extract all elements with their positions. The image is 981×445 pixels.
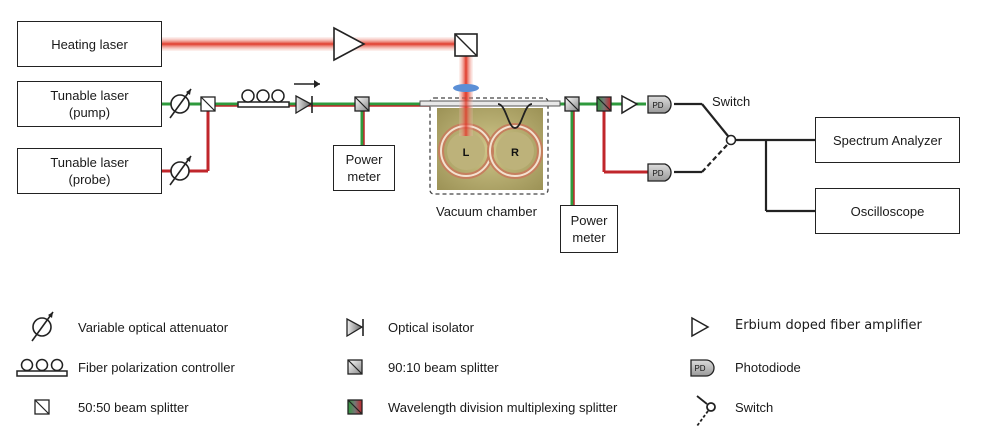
photodiode-pump-icon xyxy=(647,95,672,114)
power-meter-1-box: Power meter xyxy=(333,145,395,191)
legend-beam-splitter-5050-icon xyxy=(34,399,50,415)
legend-edfa-label: Erbium doped fiber amplifier xyxy=(735,318,922,333)
legend-switch-icon xyxy=(696,395,716,427)
legend-attenuator-icon xyxy=(31,311,54,342)
combiner-beam-splitter-icon xyxy=(200,96,216,112)
wdm-splitter-icon xyxy=(596,96,612,112)
photodiode-probe-label: PD xyxy=(652,169,663,178)
legend-isolator-icon xyxy=(346,317,364,338)
resonator-right-icon xyxy=(487,123,543,179)
edfa-icon xyxy=(621,94,639,115)
heating-laser-box: Heating laser xyxy=(17,21,162,67)
resonator-right-label: R xyxy=(511,147,519,159)
legend-isolator-label: Optical isolator xyxy=(388,320,474,335)
tapered-fiber xyxy=(419,100,561,107)
heating-beam-chamber xyxy=(459,92,473,136)
photodiode-probe-icon xyxy=(647,163,672,182)
switch-wiring xyxy=(674,102,815,213)
photodiode-pump-label: PD xyxy=(652,101,663,110)
tunable-laser-probe-box: Tunable laser (probe) xyxy=(17,148,162,194)
resonator-left-label: L xyxy=(463,147,470,159)
optical-isolator-icon xyxy=(294,80,320,115)
probe-fiber xyxy=(162,104,648,174)
legend-beam-splitter-9010-icon xyxy=(347,359,363,375)
legend-wdm-icon xyxy=(347,399,363,415)
switch-label: Switch xyxy=(712,94,751,109)
vacuum-chamber-label: Vacuum chamber xyxy=(436,204,537,219)
pump-attenuator-icon xyxy=(169,88,192,119)
legend-beam-splitter-5050-label: 50:50 beam splitter xyxy=(78,400,189,415)
heating-beam-horizontal xyxy=(162,37,462,51)
legend-beam-splitter-9010-label: 90:10 beam splitter xyxy=(388,360,499,375)
beam-splitter-9010-2-icon xyxy=(564,96,580,112)
beam-splitter-9010-1-icon xyxy=(354,96,370,112)
legend-photodiode-label: Photodiode xyxy=(735,360,801,375)
probe-attenuator-icon xyxy=(169,155,192,186)
legend-wdm-label: Wavelength division multiplexing splitte… xyxy=(388,400,618,415)
heating-beam-splitter-icon xyxy=(454,33,478,57)
heating-amplifier-icon xyxy=(333,26,366,62)
tunable-laser-pump-box: Tunable laser (pump) xyxy=(17,81,162,127)
legend-photodiode-pd-label: PD xyxy=(694,364,705,373)
focusing-lens-icon xyxy=(453,84,479,92)
legend-edfa-icon xyxy=(691,316,710,338)
polarization-controller-icon xyxy=(237,89,290,108)
legend-polarization-controller-icon xyxy=(16,358,68,377)
taper-dip xyxy=(497,103,533,129)
legend-polarization-controller-label: Fiber polarization controller xyxy=(78,360,235,375)
switch-node-icon xyxy=(725,134,737,146)
legend-photodiode-icon xyxy=(690,359,715,377)
legend-switch-label: Switch xyxy=(735,400,774,415)
oscilloscope-box: Oscilloscope xyxy=(815,188,960,234)
power-meter-2-box: Power meter xyxy=(560,205,618,253)
spectrum-analyzer-box: Spectrum Analyzer xyxy=(815,117,960,163)
legend-attenuator-label: Variable optical attenuator xyxy=(78,320,229,335)
